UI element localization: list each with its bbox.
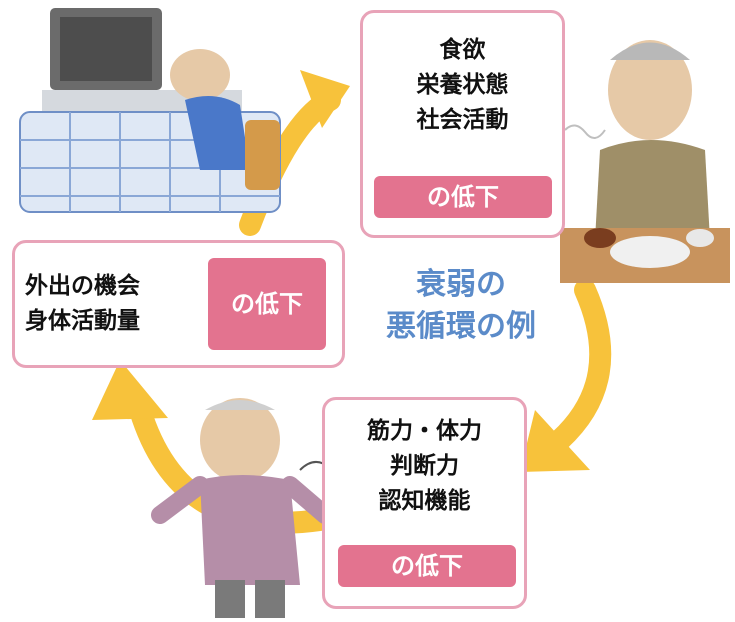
arrow-right [549,279,612,451]
box-strength-line-3: 認知機能 [378,488,471,514]
arrow-left-head [92,360,168,420]
meal-illustration [560,40,730,283]
box-outing-line-2: 身体活動量 [25,308,140,334]
cycle-title-line-1: 衰弱の [416,267,506,302]
badge-outing: の低下 [208,258,326,350]
box-appetite-line-1: 食欲 [439,37,486,63]
arrow-top-head [300,70,350,128]
kotatsu-tv-illustration [19,8,281,213]
box-strength-line-2: 判断力 [390,453,459,479]
badge-appetite: の低下 [374,176,552,218]
box-strength-line-1: 筋力・体力 [367,418,482,444]
badge-strength: の低下 [338,545,516,587]
cycle-title-line-2: 悪循環の例 [386,309,536,344]
box-appetite-line-3: 社会活動 [416,107,509,133]
arrow-right-head [520,410,590,472]
cycle-title: 衰弱の 悪循環の例 [376,264,546,348]
standing-man-illustration [151,398,334,618]
box-appetite-line-2: 栄養状態 [416,72,509,98]
box-outing-line-1: 外出の機会 [25,273,140,299]
